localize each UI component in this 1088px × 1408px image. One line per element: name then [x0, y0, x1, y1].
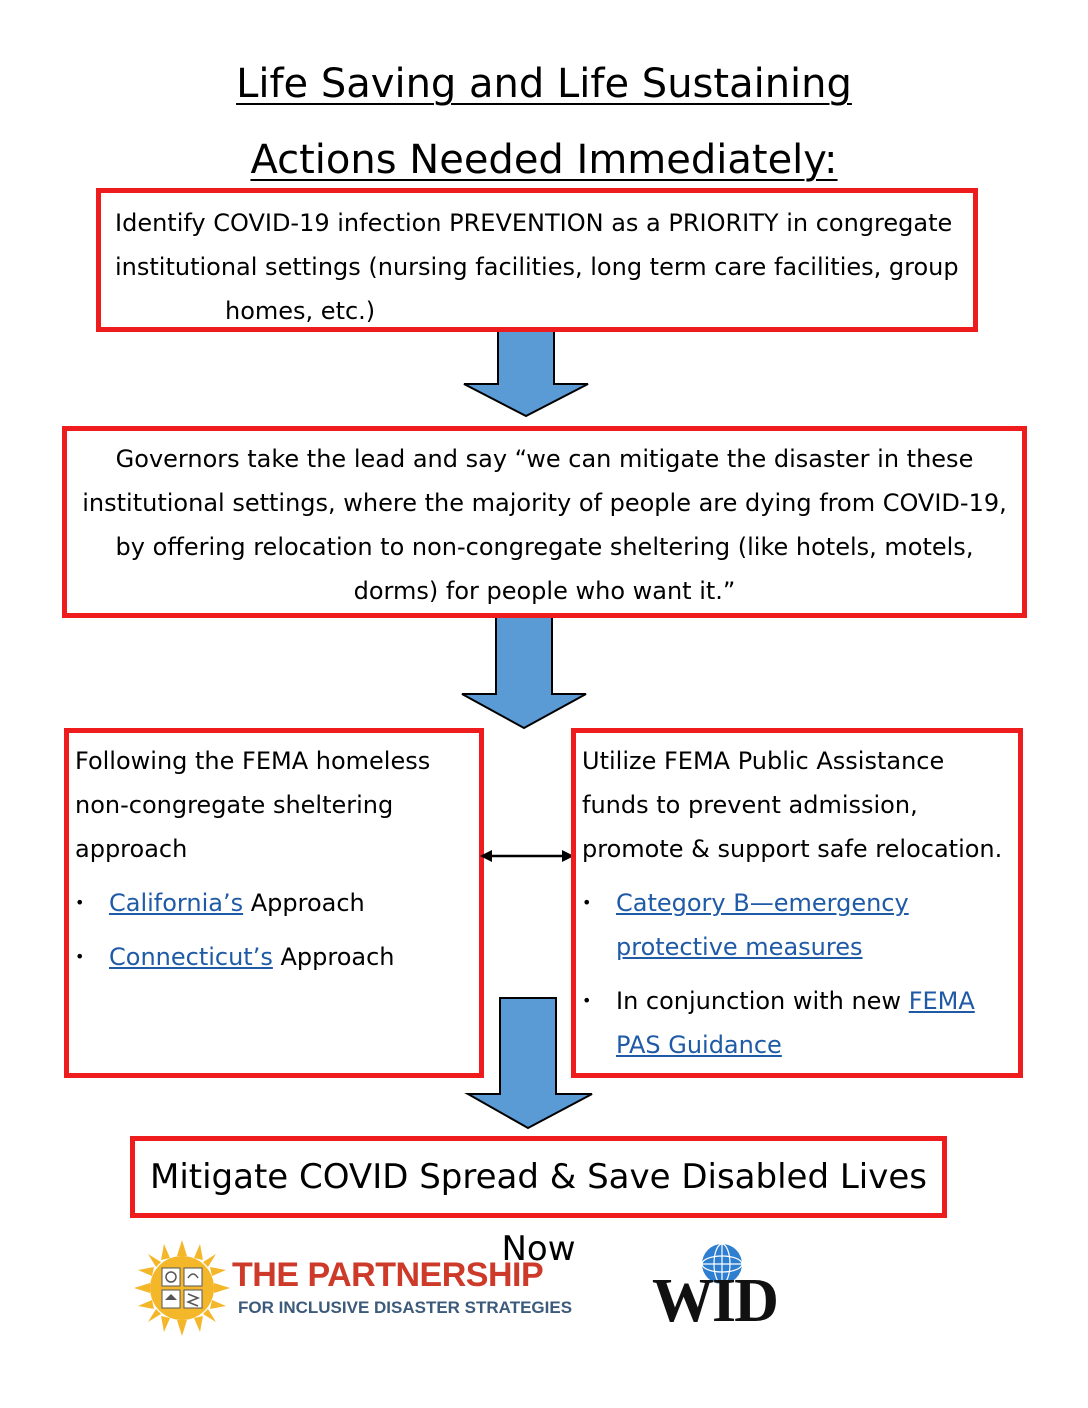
category-b-link-line-1[interactable]: Category B—emergency	[616, 889, 909, 917]
double-arrow-connector	[480, 850, 574, 862]
partnership-logo-subtitle: FOR INCLUSIVE DISASTER STRATEGIES	[238, 1298, 573, 1317]
title-line-2: Actions Needed Immediately:	[250, 137, 838, 183]
globe-icon	[701, 1243, 743, 1285]
partnership-logo-title: THE PARTNERSHIP	[232, 1256, 544, 1294]
fema-homeless-line-1: Following the FEMA homeless	[75, 747, 431, 775]
wid-logo-text: WID	[652, 1267, 779, 1335]
fema-homeless-list: California’s Approach Connecticut’s Appr…	[75, 881, 473, 979]
governors-box: Governors take the lead and say “we can …	[62, 426, 1027, 618]
category-b-link-line-2[interactable]: protective measures	[616, 933, 863, 961]
fema-homeless-box: Following the FEMA homeless non-congrega…	[64, 728, 484, 1078]
fema-pas-link-line-1[interactable]: FEMA	[908, 987, 975, 1015]
wid-logo: WID	[650, 1240, 800, 1340]
governors-line-1: Governors take the lead and say “we can …	[115, 445, 974, 473]
list-item: Category B—emergency protective measures	[582, 881, 1012, 969]
fema-homeless-line-2: non-congregate sheltering	[75, 791, 394, 819]
fema-homeless-line-3: approach	[75, 835, 188, 863]
fema-public-line-3: promote & support safe relocation.	[582, 835, 1003, 863]
governors-line-4: dorms) for people who want it.”	[353, 577, 736, 605]
prevention-line-1: Identify COVID-19 infection PREVENTION a…	[115, 209, 953, 237]
outcome-box: Mitigate COVID Spread & Save Disabled Li…	[130, 1136, 947, 1269]
governors-line-3: by offering relocation to non-congregate…	[115, 533, 974, 561]
prevention-box: Identify COVID-19 infection PREVENTION a…	[96, 188, 978, 332]
fema-pas-link-line-2[interactable]: PAS Guidance	[616, 1031, 782, 1059]
down-arrow-2	[461, 607, 587, 730]
list-item: Connecticut’s Approach	[75, 935, 473, 979]
sun-icon	[134, 1240, 230, 1336]
connecticut-link[interactable]: Connecticut’s	[109, 943, 273, 971]
down-arrow-3	[464, 997, 593, 1130]
title-line-1: Life Saving and Life Sustaining	[236, 61, 852, 107]
fema-public-line-1: Utilize FEMA Public Assistance	[582, 747, 945, 775]
list-item: In conjunction with new FEMA PAS Guidanc…	[582, 979, 1012, 1067]
fema-public-assistance-box: Utilize FEMA Public Assistance funds to …	[571, 728, 1023, 1078]
fema-public-line-2: funds to prevent admission,	[582, 791, 918, 819]
partnership-logo: THE PARTNERSHIP FOR INCLUSIVE DISASTER S…	[132, 1238, 602, 1338]
fema-public-list: Category B—emergency protective measures…	[582, 881, 1012, 1067]
list-item: California’s Approach	[75, 881, 473, 925]
prevention-line-3: homes, etc.)	[225, 297, 376, 325]
prevention-line-2: institutional settings (nursing faciliti…	[115, 253, 959, 281]
california-link[interactable]: California’s	[109, 889, 244, 917]
outcome-text: Mitigate COVID Spread & Save Disabled Li…	[150, 1157, 927, 1269]
governors-line-2: institutional settings, where the majori…	[82, 489, 1007, 517]
